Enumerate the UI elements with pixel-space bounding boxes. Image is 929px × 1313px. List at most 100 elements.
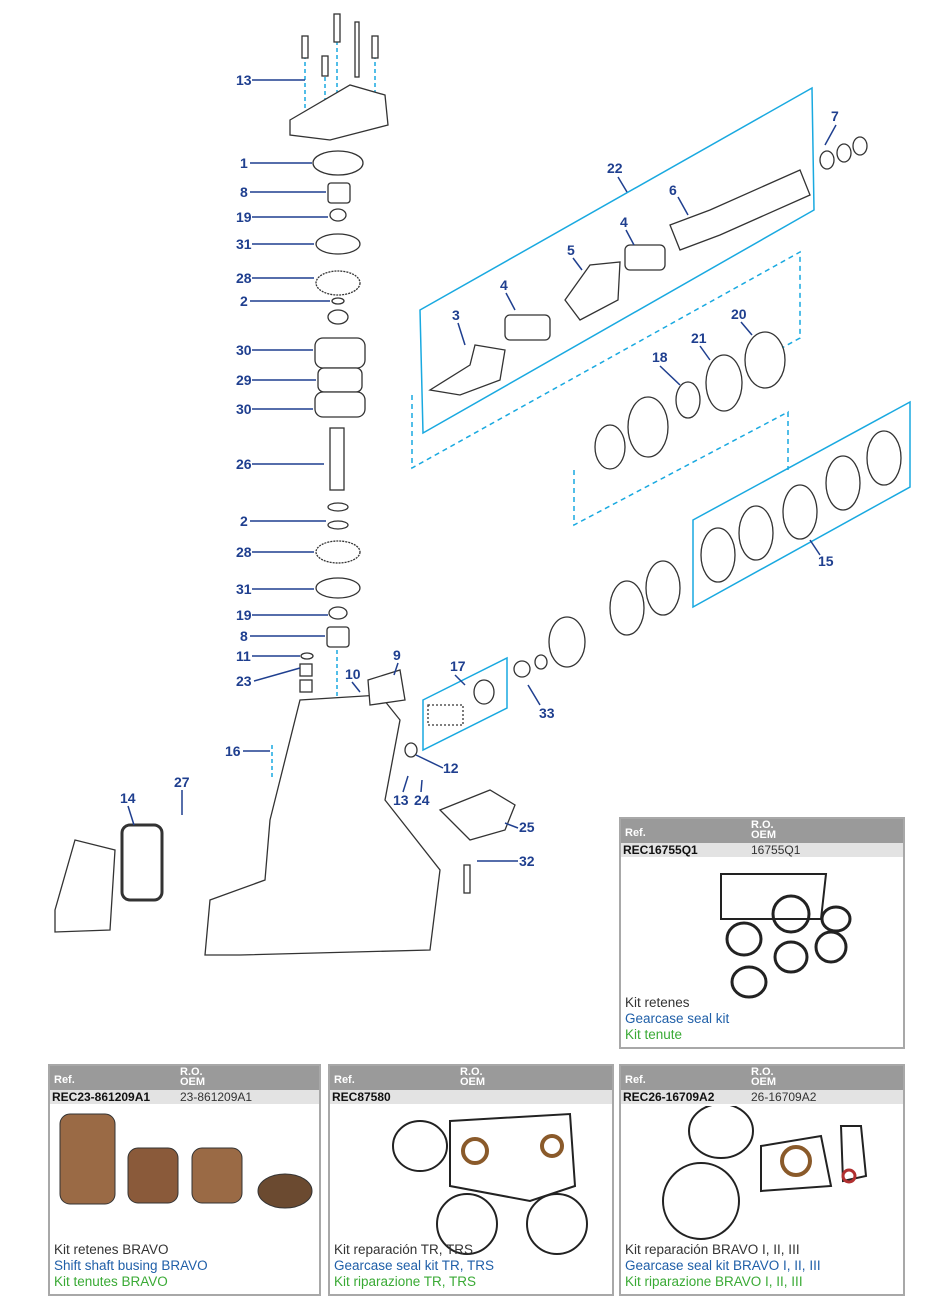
callout-17: 17	[450, 658, 466, 674]
callout-33: 33	[539, 705, 555, 721]
group-15-outline	[692, 400, 911, 609]
callout-32: 32	[519, 853, 535, 869]
leader-line	[699, 345, 711, 361]
drive-shaft	[329, 427, 345, 491]
oem-label: R.O.OEM	[751, 819, 777, 841]
callout-18: 18	[652, 349, 668, 365]
ref-label: Ref.	[625, 1074, 646, 1086]
callout-8: 8	[240, 184, 248, 200]
ref-code: REC16755Q1	[623, 843, 698, 857]
bushing	[299, 663, 313, 677]
group-17-outline	[422, 656, 508, 752]
pinion-gear-upper	[314, 337, 366, 369]
bolt	[371, 35, 379, 59]
kit-header: Ref. R.O.OEM	[50, 1066, 319, 1090]
kit-ref-row: REC87580	[330, 1090, 612, 1104]
leader-line	[677, 196, 689, 216]
seal-ring	[627, 396, 669, 458]
bolt	[301, 35, 309, 59]
leader-line	[393, 662, 399, 676]
seal-ring	[609, 580, 645, 636]
callout-31: 31	[236, 581, 252, 597]
group-dashed-outline-2	[573, 410, 789, 527]
callout-21: 21	[691, 330, 707, 346]
callout-4: 4	[500, 277, 508, 293]
oem-label: R.O.OEM	[460, 1066, 486, 1088]
exploded-parts-diagram: 1318193128230293026228311981123161427910…	[54, 13, 911, 956]
leader-line	[127, 805, 135, 826]
thrust-bearing	[315, 270, 361, 296]
side-plate	[54, 839, 116, 933]
bushing	[328, 606, 348, 620]
leader-line	[420, 779, 423, 793]
input-shaft	[669, 169, 811, 251]
leader-line	[415, 754, 444, 769]
callout-30: 30	[236, 342, 252, 358]
oem-label: R.O.OEM	[751, 1066, 777, 1088]
bearing	[327, 309, 349, 325]
callout-13: 13	[393, 792, 409, 808]
leader-line	[527, 684, 541, 706]
ref-label: Ref.	[625, 827, 646, 839]
shift-bracket	[367, 669, 406, 706]
bearing-cup	[705, 354, 743, 412]
oem-label: R.O.OEM	[180, 1066, 206, 1088]
bolt	[333, 13, 341, 43]
callout-9: 9	[393, 647, 401, 663]
kit-box-shift-shaft-bushing: Ref. R.O.OEM REC23-861209A1 23-861209A1 Ki…	[48, 1064, 321, 1296]
yoke-shaft	[428, 344, 506, 396]
o-ring	[327, 520, 349, 530]
callouts: 1318193128230293026228311981123161427910…	[120, 72, 839, 869]
bearing-cup	[327, 182, 351, 204]
kit-header: Ref.R.O.OEM	[330, 1066, 612, 1090]
bearing-cup	[738, 505, 774, 561]
callout-8: 8	[240, 628, 248, 644]
callout-25: 25	[519, 819, 535, 835]
ref-label: Ref.	[54, 1074, 75, 1086]
gasket	[120, 823, 164, 902]
ref-code: REC23-861209A1	[52, 1090, 151, 1104]
thrust-bearing	[315, 540, 361, 564]
callout-30: 30	[236, 401, 252, 417]
kit-header: Ref. R.O.OEM	[621, 819, 903, 843]
kit-photo-tr-seals	[392, 1112, 588, 1255]
bearing	[866, 430, 902, 486]
callout-20: 20	[731, 306, 747, 322]
leader-line	[617, 176, 628, 193]
o-ring	[852, 136, 868, 156]
cover-plate	[289, 84, 389, 141]
group-22-outline	[419, 86, 815, 435]
yoke	[564, 261, 621, 321]
callout-13: 13	[236, 72, 252, 88]
kit-photo-bushings	[59, 1113, 313, 1209]
leader-line	[454, 674, 466, 686]
bolt	[463, 864, 471, 894]
leader-line	[824, 124, 837, 146]
bushing	[329, 208, 347, 222]
washer	[300, 652, 314, 660]
kit-ref-row: REC23-861209A1 23-861209A1	[50, 1090, 319, 1104]
callout-24: 24	[414, 792, 430, 808]
bevel-gear	[548, 616, 586, 668]
washer	[534, 654, 548, 670]
bearing	[744, 331, 786, 389]
callout-19: 19	[236, 209, 252, 225]
bushing	[473, 679, 495, 705]
oem-code: 23-861209A1	[180, 1090, 253, 1104]
group-dashed-outline-1	[411, 250, 801, 470]
pinion-gear-lower	[314, 391, 366, 418]
callout-22: 22	[607, 160, 623, 176]
gear-cover	[438, 789, 516, 841]
callout-28: 28	[236, 270, 252, 286]
callout-5: 5	[567, 242, 575, 258]
callout-12: 12	[443, 760, 459, 776]
spring	[427, 704, 464, 726]
leader-line	[457, 322, 466, 346]
callout-10: 10	[345, 666, 361, 682]
seal-ring	[594, 424, 626, 470]
